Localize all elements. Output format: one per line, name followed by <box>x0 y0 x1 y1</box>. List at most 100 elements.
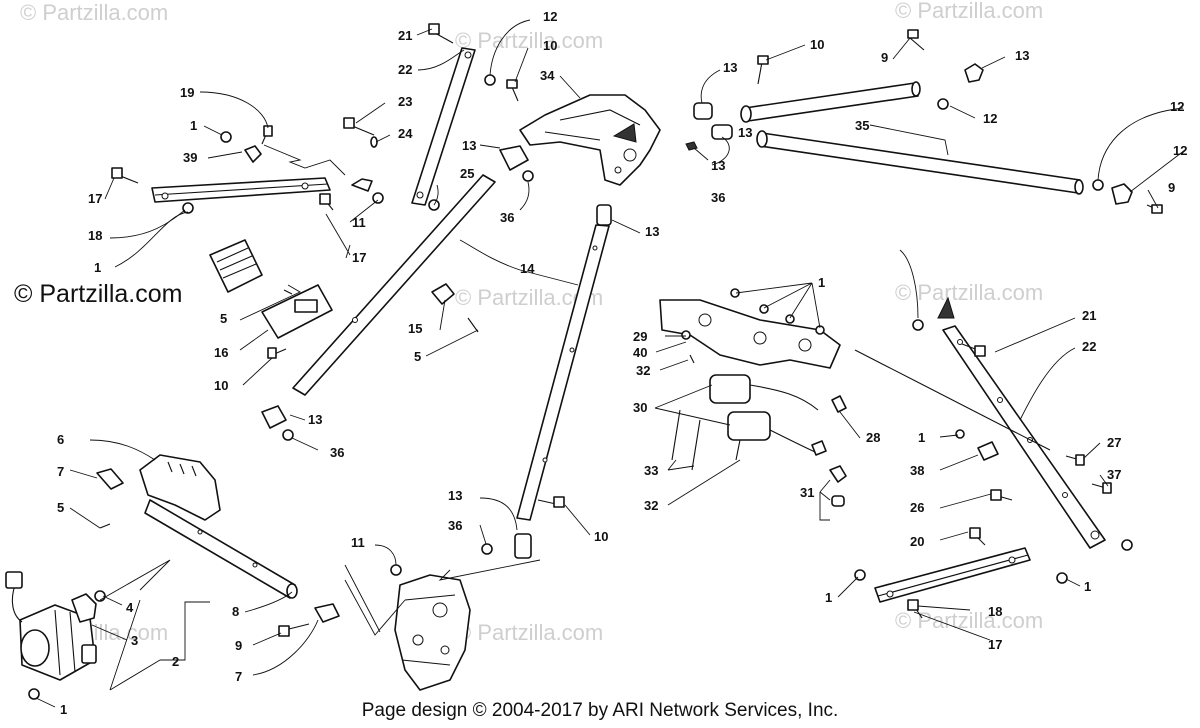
page-footer: Page design © 2004-2017 by ARI Network S… <box>361 700 839 721</box>
watermark: © Partzilla.com <box>895 0 1043 23</box>
callout-label: 2 <box>172 654 179 669</box>
bar-18-bottom <box>854 527 1068 619</box>
bracket-6 <box>96 454 221 529</box>
callout-label: 14 <box>520 261 535 276</box>
callout-label: 1 <box>1084 579 1091 594</box>
upper-tube-35 <box>740 81 1084 195</box>
callout-labels: 21 12 10 10 13 9 13 22 34 13 12 23 24 35… <box>57 9 1187 717</box>
watermark: © Partzilla.com <box>455 28 603 53</box>
callout-label: 21 <box>1082 308 1096 323</box>
callout-label: 13 <box>1015 48 1029 63</box>
callout-label: 10 <box>594 529 608 544</box>
callout-label: 17 <box>352 250 366 265</box>
callout-label: 3 <box>131 633 138 648</box>
callout-label: 13 <box>738 125 752 140</box>
callout-label: 36 <box>448 518 462 533</box>
callout-label: 12 <box>543 9 557 24</box>
callout-label: 21 <box>398 28 412 43</box>
callout-label: 6 <box>57 432 64 447</box>
callout-label: 4 <box>126 600 134 615</box>
callout-label: 33 <box>644 463 658 478</box>
callout-label: 1 <box>60 702 67 717</box>
callout-label: 13 <box>448 488 462 503</box>
callout-label: 24 <box>398 126 413 141</box>
callout-label: 34 <box>540 68 555 83</box>
callout-label: 8 <box>232 604 239 619</box>
callout-label: 18 <box>988 604 1002 619</box>
callout-label: 13 <box>711 158 725 173</box>
callout-label: 37 <box>1107 467 1121 482</box>
callout-label: 17 <box>88 191 102 206</box>
callout-label: 22 <box>398 62 412 77</box>
callout-label: 36 <box>330 445 344 460</box>
callout-label: 5 <box>57 500 64 515</box>
watermark: © Partzilla.com <box>895 280 1043 305</box>
motor-assembly-2 <box>5 571 106 700</box>
callout-label: 36 <box>711 190 725 205</box>
callout-label: 20 <box>910 534 924 549</box>
callout-label: 10 <box>543 38 557 53</box>
bracket-22-right <box>854 296 1133 551</box>
callout-label: 35 <box>855 118 869 133</box>
callout-label: 40 <box>633 345 647 360</box>
callout-label: 19 <box>180 85 194 100</box>
gearbox <box>390 564 471 691</box>
callout-label: 11 <box>351 535 365 550</box>
callout-label: 30 <box>633 400 647 415</box>
callout-label: 25 <box>460 166 474 181</box>
callout-label: 1 <box>94 260 101 275</box>
callout-label: 7 <box>57 464 64 479</box>
callout-label: 32 <box>636 363 650 378</box>
steering-bracket-34 <box>519 94 661 186</box>
callout-label: 15 <box>408 321 422 336</box>
callout-label: 12 <box>1170 99 1184 114</box>
clip-15 <box>431 283 479 333</box>
callout-label: 32 <box>644 498 658 513</box>
callout-label: 5 <box>414 349 421 364</box>
callout-label: 1 <box>818 275 825 290</box>
callout-label: 1 <box>918 430 925 445</box>
callout-label: 7 <box>235 669 242 684</box>
callout-label: 18 <box>88 228 102 243</box>
bolt-23-24 <box>343 117 378 148</box>
callout-label: 13 <box>645 224 659 239</box>
copyright-label: © Partzilla.com <box>14 280 183 308</box>
module-16 <box>209 239 333 359</box>
tube-14 <box>261 145 534 441</box>
callout-label: 9 <box>1168 180 1175 195</box>
callout-label: 13 <box>723 60 737 75</box>
rack-29 <box>659 288 841 369</box>
callout-label: 29 <box>633 329 647 344</box>
callout-label: 39 <box>183 150 197 165</box>
callout-label: 13 <box>462 138 476 153</box>
watermark: © Partzilla.com <box>895 608 1043 633</box>
callout-label: 13 <box>308 412 322 427</box>
callout-label: 11 <box>352 215 366 230</box>
watermark: © Partzilla.com <box>20 0 168 25</box>
callout-label: 10 <box>214 378 228 393</box>
callout-label: 27 <box>1107 435 1121 450</box>
callout-label: 23 <box>398 94 412 109</box>
bar-18-top <box>111 125 384 214</box>
lower-column <box>481 204 612 559</box>
callout-label: 17 <box>988 637 1002 652</box>
leader-lines <box>35 19 1186 708</box>
tube-8 <box>144 499 340 637</box>
callout-label: 5 <box>220 311 227 326</box>
callout-label: 38 <box>910 463 924 478</box>
callout-label: 9 <box>235 638 242 653</box>
callout-label: 12 <box>1173 143 1187 158</box>
callout-label: 36 <box>500 210 514 225</box>
callout-label: 1 <box>190 118 197 133</box>
bracket-22-top <box>411 23 519 211</box>
callout-label: 12 <box>983 111 997 126</box>
callout-label: 22 <box>1082 339 1096 354</box>
callout-label: 31 <box>800 485 814 500</box>
callout-label: 1 <box>825 590 832 605</box>
callout-label: 26 <box>910 500 924 515</box>
callout-label: 28 <box>866 430 880 445</box>
callout-label: 16 <box>214 345 228 360</box>
coils-30 <box>671 374 847 507</box>
watermark: © Partzilla.com <box>455 620 603 645</box>
